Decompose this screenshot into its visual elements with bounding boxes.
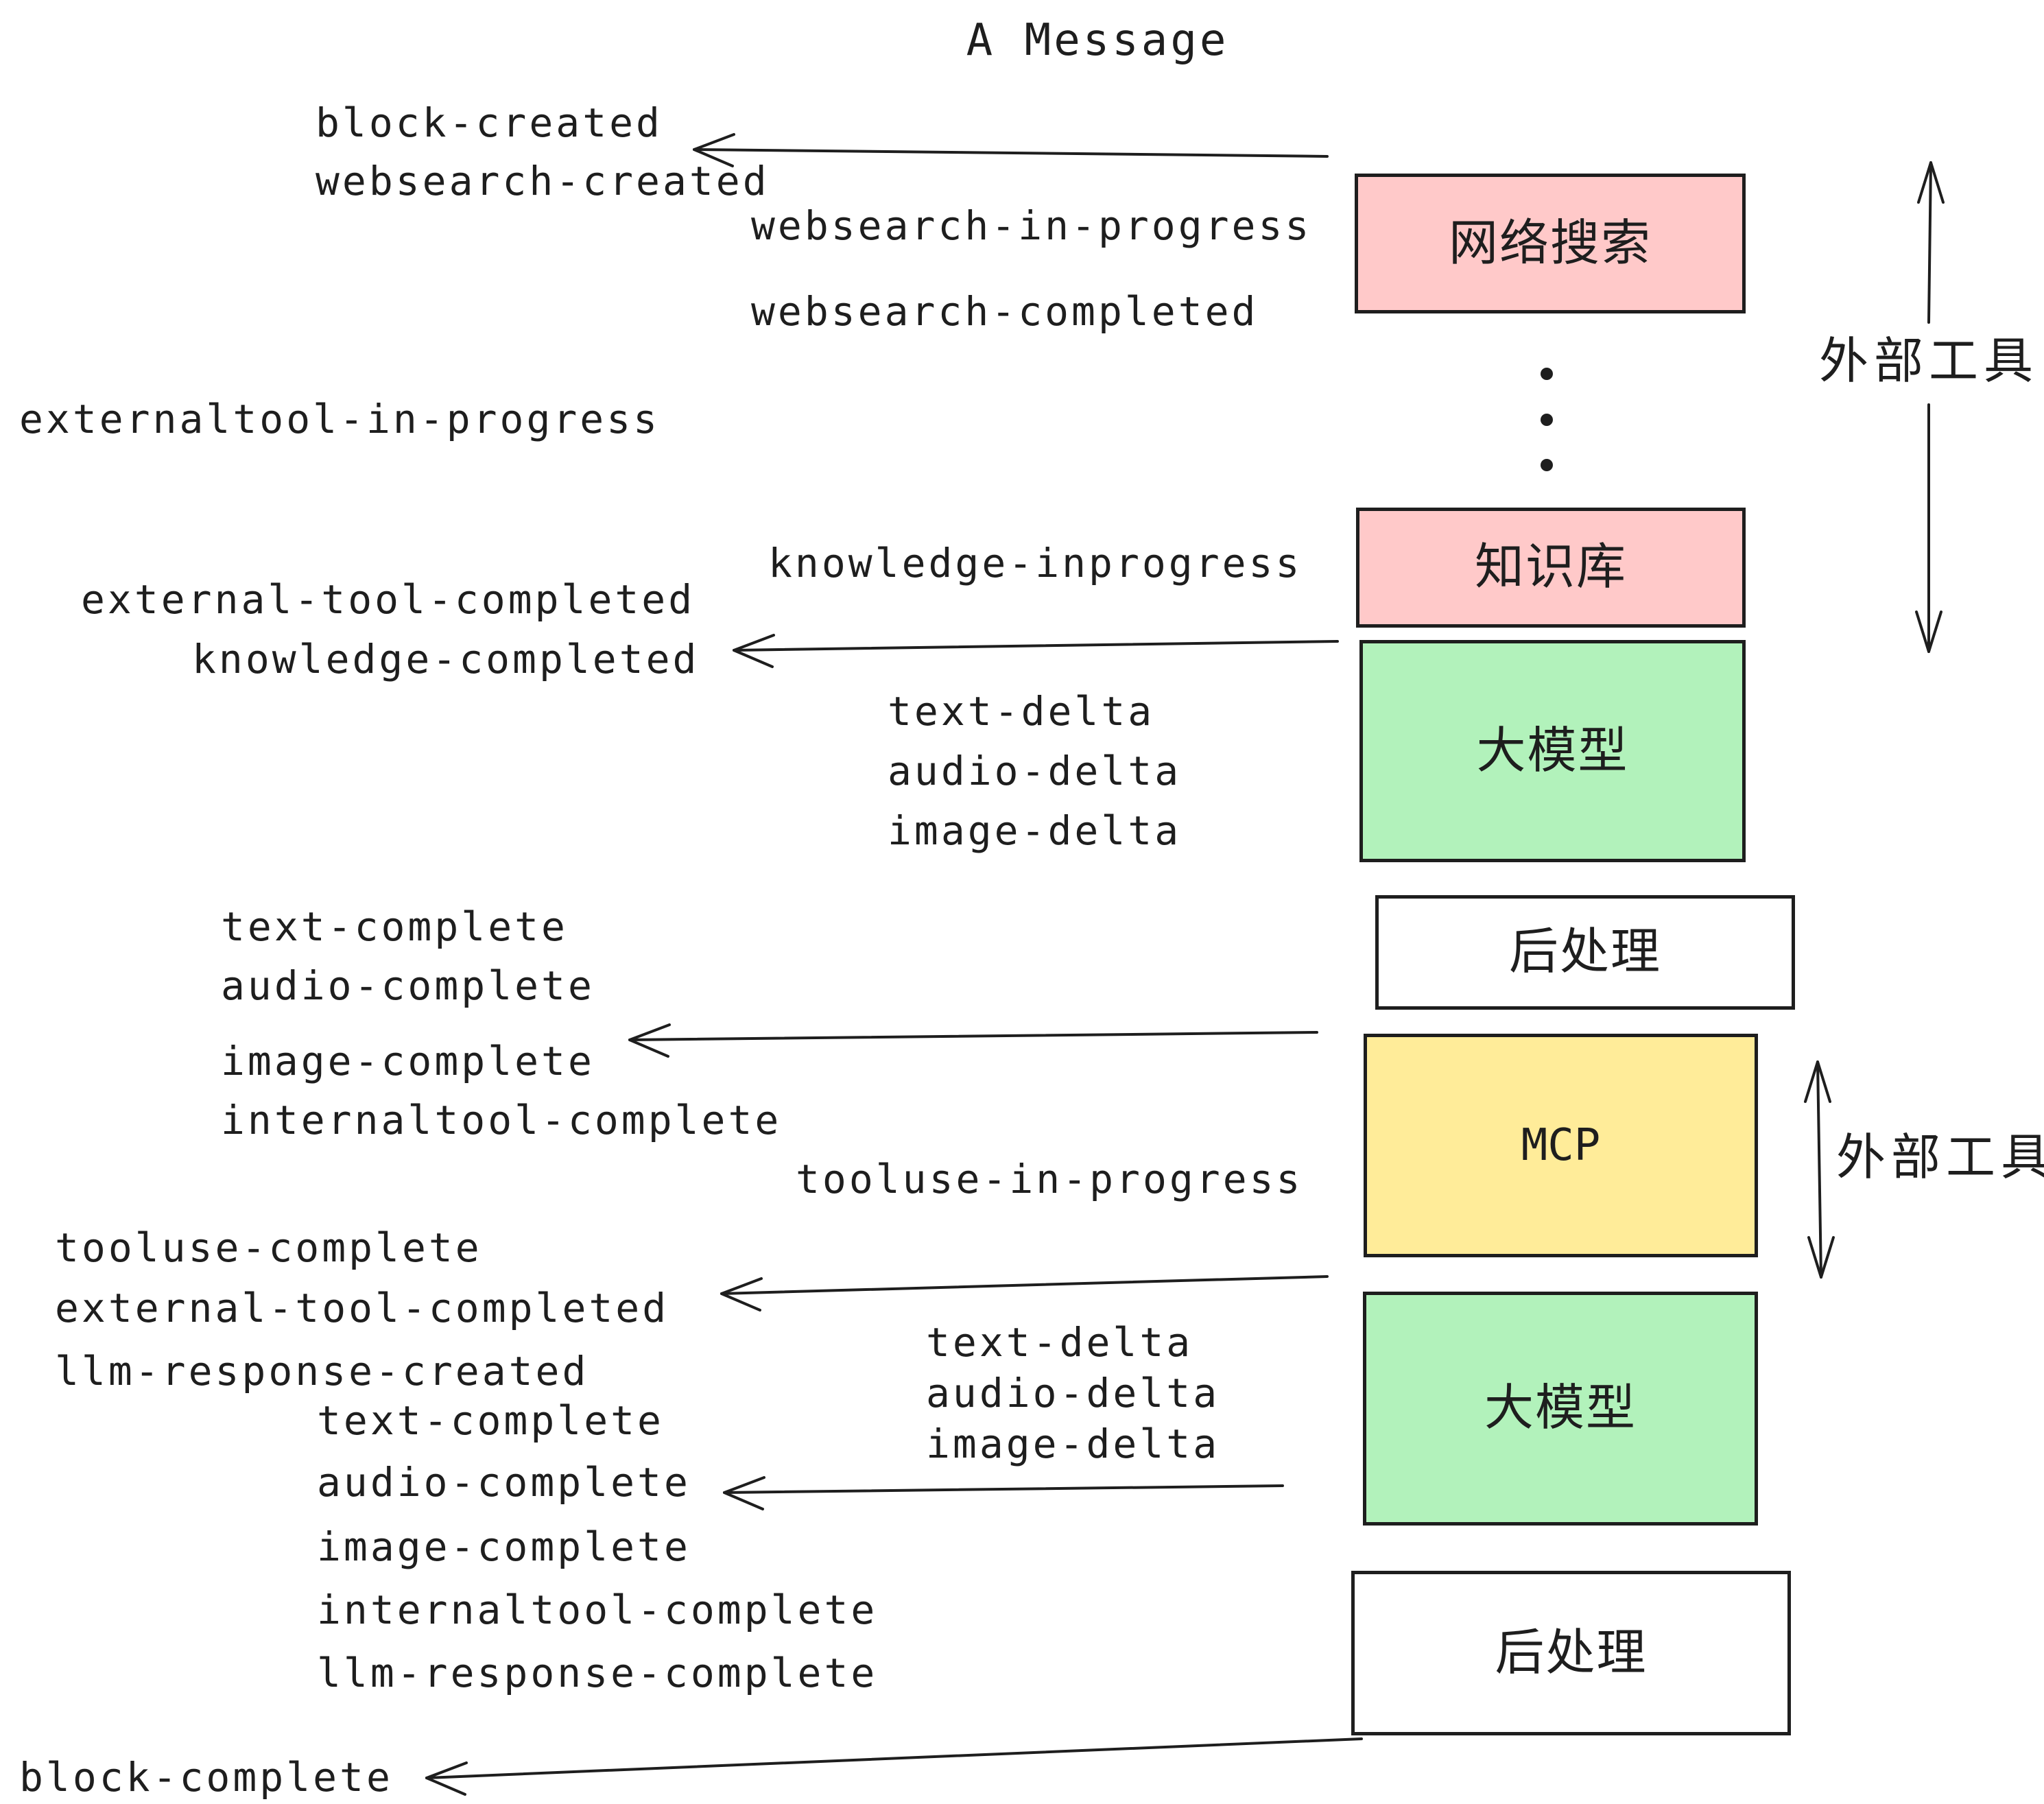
event-llm-response-created: llm-response-created <box>55 1348 589 1394</box>
event-internaltool-complete-2: internaltool-complete <box>317 1587 878 1633</box>
event-audio-complete-2: audio-complete <box>317 1459 691 1506</box>
event-tooluse-in-progress: tooluse-in-progress <box>796 1156 1303 1202</box>
event-websearch-completed: websearch-completed <box>751 288 1259 335</box>
event-websearch-in-progress: websearch-in-progress <box>751 202 1312 249</box>
double-arrow-external-tools-1 <box>1916 163 1943 652</box>
event-text-complete-2: text-complete <box>317 1397 664 1444</box>
arrow-postprocess2-to-block-complete <box>427 1739 1362 1794</box>
external-tools-label-1: 外部工具 <box>1819 334 2039 389</box>
event-image-complete-2: image-complete <box>317 1523 691 1570</box>
box-post-process-1-label: 后处理 <box>1508 925 1661 980</box>
event-external-tool-completed-2: external-tool-completed <box>55 1285 669 1331</box>
box-post-process-2: 后处理 <box>1351 1571 1791 1735</box>
event-knowledge-completed: knowledge-completed <box>192 636 700 683</box>
box-web-search-label: 网络搜索 <box>1448 215 1652 271</box>
box-post-process-2-label: 后处理 <box>1495 1625 1648 1681</box>
event-audio-delta: audio-delta <box>888 748 1182 794</box>
box-llm-2: 大模型 <box>1363 1292 1758 1526</box>
event-websearch-created: websearch-created <box>316 158 770 204</box>
arrow-websearch-to-created <box>694 134 1327 166</box>
arrow-postprocess-to-complete <box>630 1025 1317 1056</box>
ellipsis-dots <box>1541 368 1553 471</box>
arrow-knowledge-to-completed <box>734 635 1338 667</box>
box-post-process-1: 后处理 <box>1375 895 1795 1010</box>
event-text-delta: text-delta <box>888 688 1155 735</box>
box-mcp: MCP <box>1364 1034 1758 1257</box>
event-externaltool-in-progress: externaltool-in-progress <box>19 396 661 442</box>
box-knowledge-base: 知识库 <box>1356 508 1746 628</box>
arrow-mcp-to-tooluse-complete <box>722 1277 1327 1310</box>
event-internaltool-complete: internaltool-complete <box>221 1097 782 1143</box>
box-mcp-label: MCP <box>1521 1119 1601 1171</box>
arrow-llm2-to-complete <box>724 1477 1283 1509</box>
event-audio-complete: audio-complete <box>221 962 595 1009</box>
event-text-complete: text-complete <box>221 903 568 950</box>
box-web-search: 网络搜索 <box>1355 174 1746 313</box>
external-tools-label-2: 外部工具 <box>1836 1130 2044 1185</box>
double-arrow-external-tools-2 <box>1805 1062 1833 1277</box>
event-llm-response-complete: llm-response-complete <box>317 1650 878 1696</box>
event-tooluse-complete: tooluse-complete <box>55 1224 482 1271</box>
event-block-complete: block-complete <box>19 1754 393 1801</box>
box-llm-1-label: 大模型 <box>1476 723 1629 779</box>
event-knowledge-inprogress: knowledge-inprogress <box>768 540 1303 586</box>
diagram-title: A Message <box>966 15 1229 66</box>
box-llm-1: 大模型 <box>1359 640 1746 862</box>
event-image-delta-2: image-delta <box>926 1421 1220 1467</box>
box-llm-2-label: 大模型 <box>1484 1381 1637 1436</box>
box-knowledge-base-label: 知识库 <box>1474 540 1627 595</box>
event-image-complete: image-complete <box>221 1038 595 1084</box>
event-block-created: block-created <box>316 99 663 146</box>
event-audio-delta-2: audio-delta <box>926 1370 1220 1416</box>
event-text-delta-2: text-delta <box>926 1319 1193 1366</box>
event-image-delta: image-delta <box>888 807 1182 854</box>
event-external-tool-completed: external-tool-completed <box>81 576 696 623</box>
